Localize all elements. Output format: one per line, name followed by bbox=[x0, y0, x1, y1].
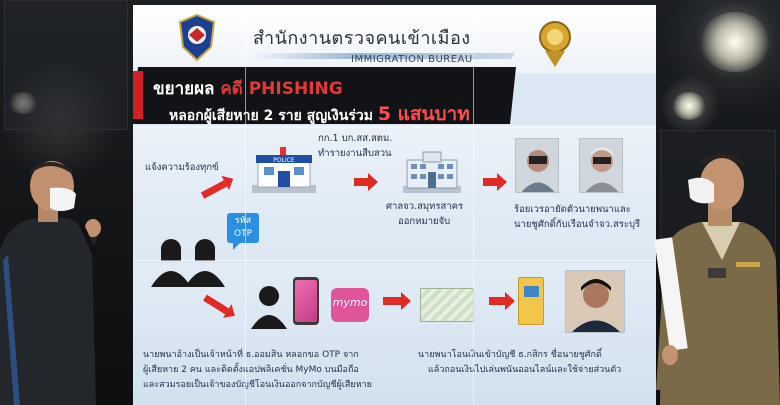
otp-bubble: รหัส OTP bbox=[227, 213, 259, 250]
police-seal-icon bbox=[539, 21, 571, 67]
suspect-silhouette-icon bbox=[585, 147, 619, 192]
scammer-silhouette-icon bbox=[251, 286, 287, 329]
scam-line-3: และสวมรอยเป็นเจ้าของบัญชีโอนเงินออกจากบั… bbox=[143, 380, 372, 390]
wall-panel bbox=[4, 0, 128, 130]
police-unit-label: กก.1 บก.สส.สตม. bbox=[318, 133, 393, 144]
otp-line-2: OTP bbox=[233, 229, 252, 239]
police-action-label: ทำรายงานสืบสวน bbox=[318, 148, 392, 159]
officer-right bbox=[654, 154, 780, 405]
arrest-line-2: นายชูศักดิ์กับเรือนจำจว.สระบุรี bbox=[514, 219, 641, 230]
suspect-photo bbox=[579, 138, 623, 193]
title-prefix: ขยายผล bbox=[153, 79, 215, 99]
mymo-app-icon: mymo bbox=[331, 288, 369, 322]
presenter-left bbox=[0, 161, 101, 405]
phone-icon bbox=[293, 277, 319, 325]
bureau-name-english: IMMIGRATION BUREAU bbox=[351, 54, 473, 65]
screen-seam bbox=[133, 260, 656, 261]
ceiling-light bbox=[8, 92, 38, 114]
ceiling-light bbox=[672, 92, 706, 120]
arrow-to-atm bbox=[489, 292, 515, 310]
transfer-line-2: แล้วถอนเงินไปเล่นพนันออนไลน์และใช้จ่ายส่… bbox=[428, 365, 622, 375]
title-highlight: คดี PHISHING bbox=[220, 79, 343, 99]
projection-screen: สำนักงานตรวจคนเข้าเมือง IMMIGRATION BURE… bbox=[133, 5, 656, 405]
subtitle-prefix: หลอกผู้เสียหาย 2 ราย สูญเงินร่วม bbox=[169, 108, 373, 124]
screen-seam bbox=[245, 5, 246, 405]
suspect-photo bbox=[515, 138, 559, 193]
bank-card-icon bbox=[420, 288, 474, 322]
court-name-label: ศาลจว.สมุทรสาคร bbox=[386, 201, 464, 212]
title-accent-bar bbox=[133, 71, 143, 119]
victims-silhouette-icon bbox=[151, 239, 225, 287]
screen-seam bbox=[473, 5, 474, 405]
arrest-line-1: ร้อยเวรอายัดตัวนายพนาและ bbox=[514, 204, 631, 215]
ceiling-light bbox=[700, 12, 770, 72]
title-line-2: หลอกผู้เสียหาย 2 ราย สูญเงินร่วม 5 แสนบา… bbox=[169, 99, 470, 129]
police-station-icon: POLICE bbox=[252, 147, 316, 193]
scam-line-1: นายพนาอ้างเป็นเจ้าหน้าที่ ธ.ออมสิน หลอกข… bbox=[143, 350, 359, 360]
accomplice-silhouette-icon bbox=[566, 271, 624, 332]
subtitle-highlight: 5 แสนบาท bbox=[377, 103, 470, 125]
court-building-icon bbox=[403, 151, 461, 193]
suspect-silhouette-icon bbox=[521, 150, 555, 192]
screen-seam bbox=[133, 127, 656, 128]
arrow-to-bank bbox=[383, 292, 411, 310]
title-line-1: ขยายผล คดี PHISHING bbox=[153, 75, 343, 102]
svg-text:POLICE: POLICE bbox=[273, 157, 295, 164]
atm-icon bbox=[518, 277, 544, 325]
arrow-to-arrest bbox=[483, 173, 507, 191]
court-action-label: ออกหมายจับ bbox=[398, 216, 451, 227]
transfer-line-1: นายพนาโอนเงินเข้าบัญชี ธ.กสิกร ชื่อนายชู… bbox=[418, 350, 602, 360]
complaint-label: แจ้งความร้องทุกข์ bbox=[145, 162, 219, 173]
otp-line-1: รหัส bbox=[234, 216, 252, 226]
bureau-name-thai: สำนักงานตรวจคนเข้าเมือง bbox=[253, 28, 471, 49]
arrow-to-court bbox=[354, 173, 378, 191]
immigration-badge-icon bbox=[178, 13, 216, 62]
scam-line-2: ผู้เสียหาย 2 คน และติดตั้งแอปพลิเคชั่น M… bbox=[143, 365, 359, 375]
accomplice-photo bbox=[565, 270, 625, 333]
